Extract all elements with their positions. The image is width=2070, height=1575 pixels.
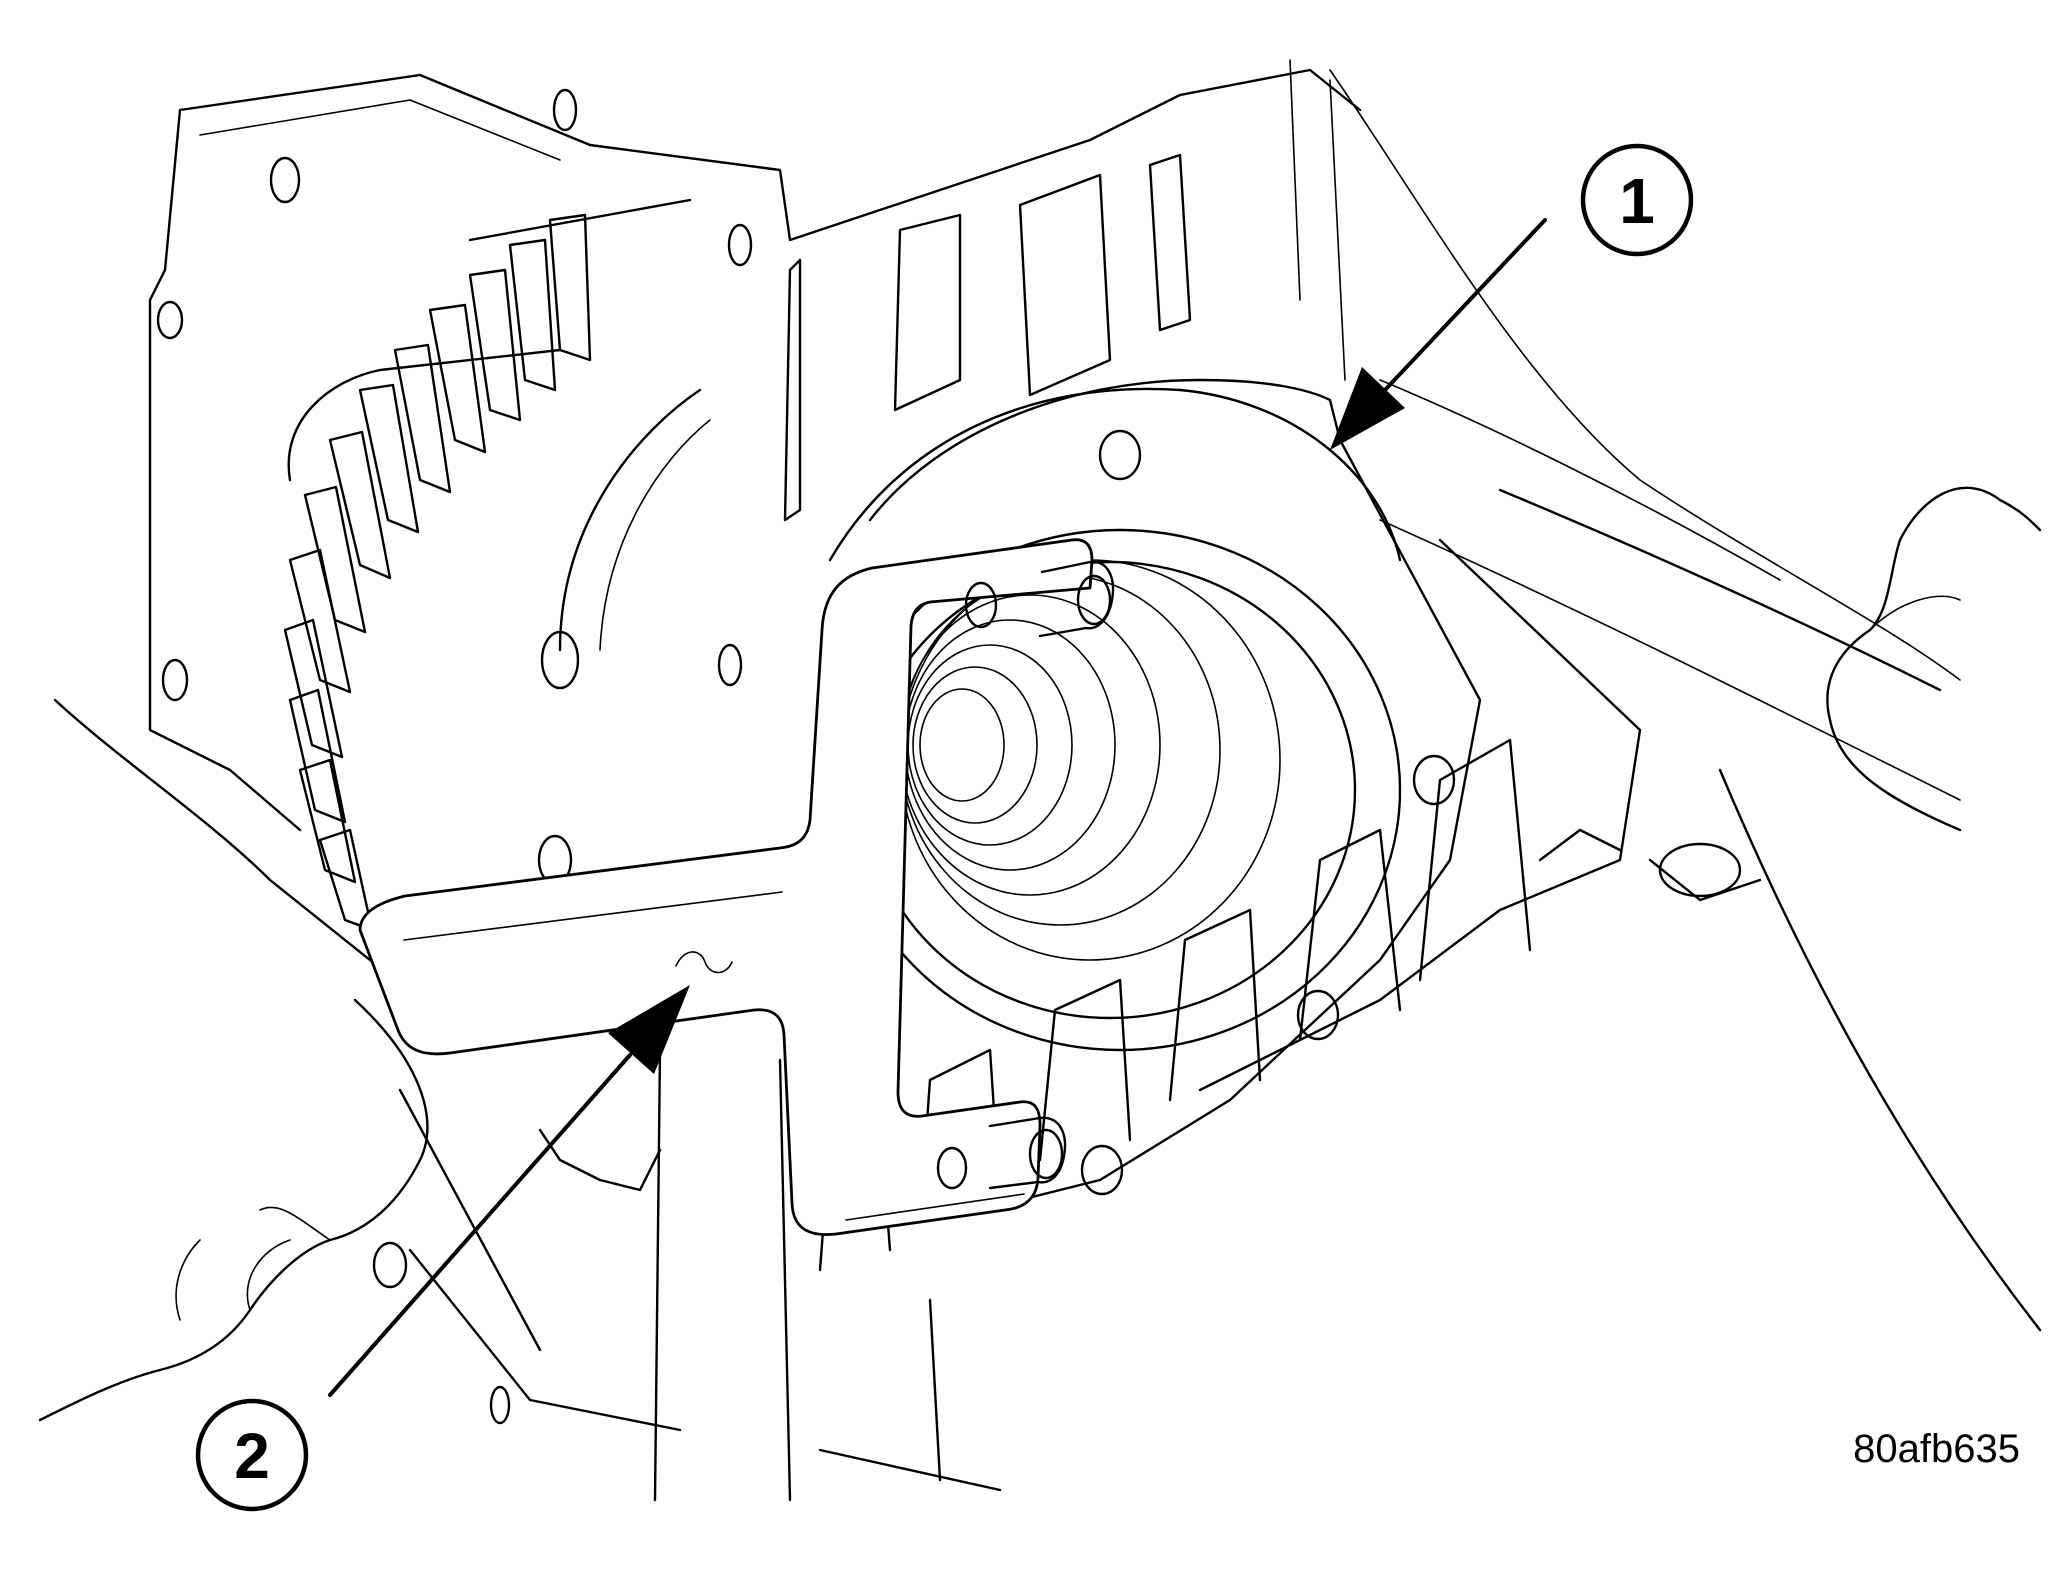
technician-hands xyxy=(38,486,2042,1422)
ring-gear xyxy=(283,198,711,1192)
spanner-wrench-tool xyxy=(358,538,1115,1236)
callout-2: 2 xyxy=(195,1398,309,1512)
callout-leader-1 xyxy=(1330,218,1547,450)
arrowhead-icon xyxy=(608,985,690,1074)
tool-pin xyxy=(1038,560,1115,638)
arrowhead-icon xyxy=(1330,367,1405,450)
callout-number: 1 xyxy=(1619,165,1655,237)
axle-seal-bearing xyxy=(828,378,1482,1212)
transmission-housing xyxy=(148,59,2042,1502)
figure-code: 80afb635 xyxy=(1853,1427,2020,1471)
callout-1: 1 xyxy=(1580,143,1694,257)
callout-leader-2 xyxy=(328,985,690,1397)
tool-pin xyxy=(988,1116,1067,1190)
callout-number: 2 xyxy=(234,1420,270,1492)
